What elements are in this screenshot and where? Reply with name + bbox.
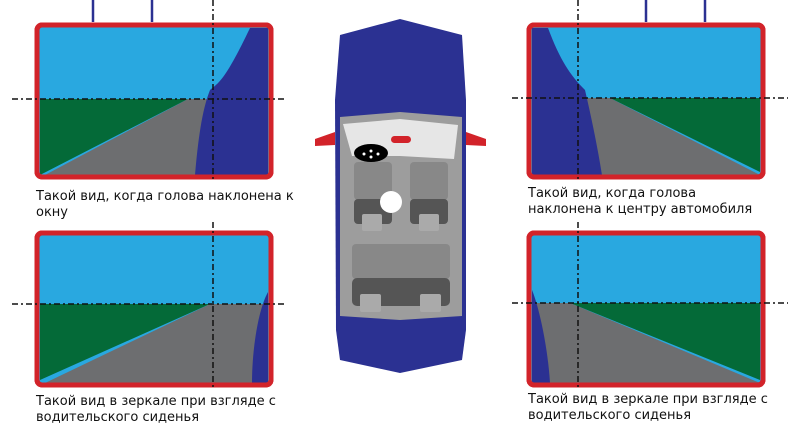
steering-wheel-icon — [354, 144, 388, 162]
caption-bottom-right: Такой вид в зеркале при взгляде с водите… — [528, 392, 768, 423]
right-side-mirror — [466, 132, 486, 146]
sight-lines-right — [644, 0, 707, 22]
mirror-bottom-right — [526, 230, 766, 388]
car-top-view — [315, 19, 486, 373]
mirror-top-right — [526, 22, 766, 180]
caption-top-right: Такой вид, когда голова наклонена к цент… — [528, 186, 753, 217]
caption-top-left: Такой вид, когда голова наклонена к окну — [36, 189, 294, 220]
mirror-bottom-left — [34, 230, 274, 388]
sight-lines-left — [91, 0, 154, 22]
left-side-mirror — [315, 132, 335, 146]
guide-lines — [12, 0, 788, 390]
mirror-top-left — [34, 22, 274, 180]
caption-bottom-left: Такой вид в зеркале при взгляде с водите… — [36, 394, 276, 425]
driver-head — [380, 191, 402, 213]
